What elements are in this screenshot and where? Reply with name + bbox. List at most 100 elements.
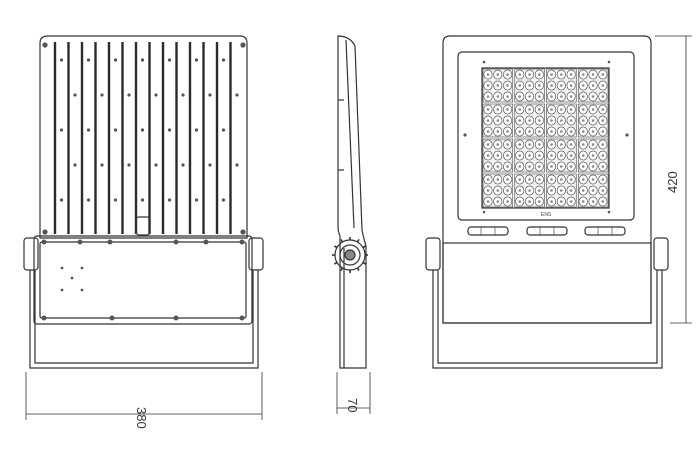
fin-screw — [221, 198, 226, 202]
led-chip — [569, 178, 573, 181]
led-chip — [538, 200, 541, 203]
led-chip — [550, 200, 553, 203]
led-chip — [506, 119, 509, 122]
fin-screw — [113, 58, 118, 62]
front-right-knob — [653, 237, 669, 271]
front-left-knob — [425, 237, 441, 271]
fin-screw — [140, 128, 145, 132]
fin-screw — [86, 58, 91, 62]
led-chip — [569, 119, 573, 122]
led-chip — [506, 130, 509, 133]
led-chip — [581, 108, 585, 111]
led-chip — [528, 130, 531, 133]
fin-screw — [127, 163, 131, 167]
led-chip — [496, 108, 500, 111]
front-bracket-outer — [432, 270, 663, 369]
front-label: ENS — [541, 212, 552, 218]
led-chip — [591, 200, 595, 203]
led-chip — [569, 165, 573, 168]
side-housing — [337, 35, 367, 369]
front-view: ENS — [425, 35, 669, 369]
led-chip — [601, 165, 605, 168]
led-chip — [601, 108, 605, 111]
fin-screws — [42, 42, 246, 235]
led-chip — [518, 189, 522, 192]
frame-screws — [463, 60, 629, 214]
led-chip — [581, 200, 585, 203]
led-chip — [591, 154, 595, 157]
led-chip — [518, 200, 522, 203]
led-chip — [550, 73, 553, 76]
led-chip — [569, 200, 573, 203]
led-chip — [591, 130, 595, 133]
fin-screw — [113, 198, 118, 202]
led-chip — [581, 165, 585, 168]
width-label: 380 — [134, 407, 149, 429]
led-chip — [560, 130, 563, 133]
led-chip — [560, 108, 563, 111]
led-chip — [496, 178, 500, 181]
led-chip — [560, 143, 563, 146]
fin-screw — [167, 128, 172, 132]
fin-screw — [221, 58, 226, 62]
depth-label: 70 — [345, 398, 360, 412]
led-chip — [569, 95, 573, 98]
vent-slot-center — [526, 226, 568, 236]
led-chip — [560, 84, 563, 87]
fin-screw — [140, 58, 145, 62]
fin-screw — [235, 93, 239, 97]
led-chip — [496, 143, 500, 146]
fin-screw — [73, 163, 77, 167]
knob-tooth — [356, 239, 360, 243]
led-chip — [538, 143, 541, 146]
led-chip — [496, 154, 500, 157]
corner-screw — [240, 42, 246, 48]
led-chip — [560, 73, 563, 76]
led-chip — [581, 143, 585, 146]
led-chip — [601, 95, 605, 98]
fin-screw — [73, 93, 77, 97]
height-label: 420 — [665, 171, 680, 193]
led-chip — [538, 154, 541, 157]
fin-screw — [59, 198, 64, 202]
corner-screw — [42, 42, 48, 48]
right-knob — [248, 237, 264, 271]
back-view — [23, 35, 264, 369]
led-chip — [601, 189, 605, 192]
led-chip — [601, 119, 605, 122]
hanger-tab — [135, 216, 151, 236]
fin-screw — [59, 128, 64, 132]
depth-dimension — [336, 372, 371, 414]
led-chip — [581, 178, 585, 181]
fin-screw — [100, 163, 104, 167]
lens-frame — [457, 51, 635, 221]
led-array — [482, 68, 609, 208]
led-chip — [486, 154, 490, 157]
fin-screw — [154, 163, 158, 167]
led-chip — [550, 154, 553, 157]
led-chip — [518, 130, 522, 133]
fin-screw — [208, 163, 212, 167]
led-chip — [506, 73, 509, 76]
front-bracket-inner — [437, 270, 658, 364]
led-chip — [486, 143, 490, 146]
led-chip — [581, 189, 585, 192]
led-chip — [496, 189, 500, 192]
led-chip — [528, 143, 531, 146]
knob-tooth — [362, 261, 366, 265]
led-chip — [601, 130, 605, 133]
led-chip — [518, 178, 522, 181]
led-chip — [569, 130, 573, 133]
led-chip — [496, 200, 500, 203]
led-chip — [518, 143, 522, 146]
led-chip — [528, 84, 531, 87]
fin-screw — [221, 128, 226, 132]
fin-screw — [100, 93, 104, 97]
cooling-fins — [53, 42, 232, 234]
width-dimension — [25, 372, 263, 420]
led-chip — [538, 108, 541, 111]
vent-slot-right — [584, 226, 626, 236]
led-chip — [506, 200, 509, 203]
led-chip — [601, 143, 605, 146]
